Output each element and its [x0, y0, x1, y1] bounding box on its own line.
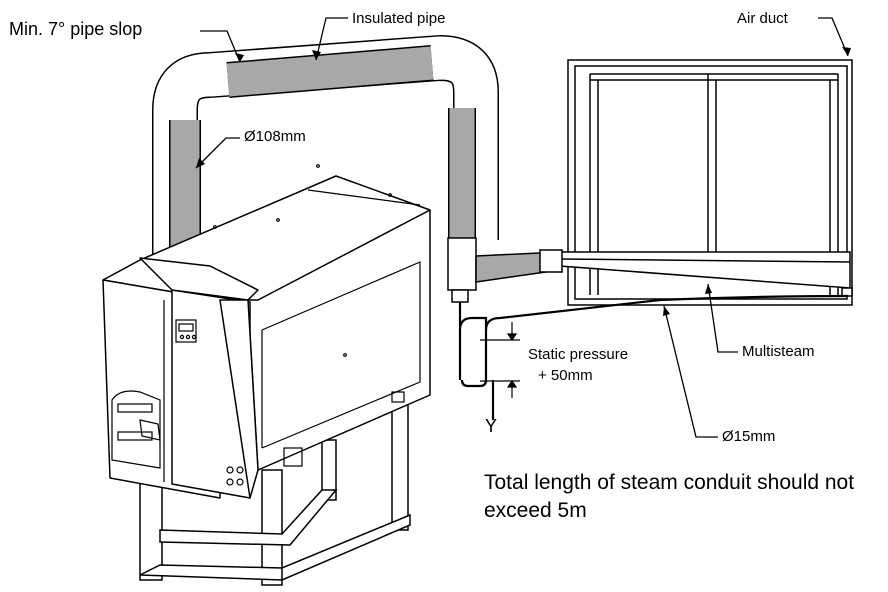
steam-pipe — [152, 35, 499, 270]
steam-conduit-note: Total length of steam conduit should not… — [484, 471, 855, 523]
static-pressure-label: Static pressure — [528, 346, 629, 363]
humidifier-cabinet — [102, 175, 431, 499]
insulated-pipe-label: Insulated pipe — [352, 10, 446, 27]
multisteam-label: Multisteam — [742, 343, 815, 360]
leader-lines — [195, 17, 849, 438]
air-duct-label: Air duct — [737, 10, 788, 27]
humidifier-stand — [139, 379, 411, 586]
pipe-diameter-label: Ø108mm — [244, 128, 306, 145]
plus-50mm-label: + 50mm — [538, 367, 593, 384]
drain-lines — [458, 294, 849, 420]
leader-arrowheads — [196, 47, 851, 316]
duct-connection-pipe — [447, 237, 563, 303]
drain-marker-label: Y — [485, 416, 498, 436]
cabinet-details — [111, 164, 421, 486]
drain-diameter-label: Ø15mm — [722, 428, 776, 445]
static-pressure-dimension — [480, 322, 520, 398]
pipe-slope-label: Min. 7° pipe slop — [9, 19, 143, 39]
multisteam-distributor — [559, 251, 853, 297]
